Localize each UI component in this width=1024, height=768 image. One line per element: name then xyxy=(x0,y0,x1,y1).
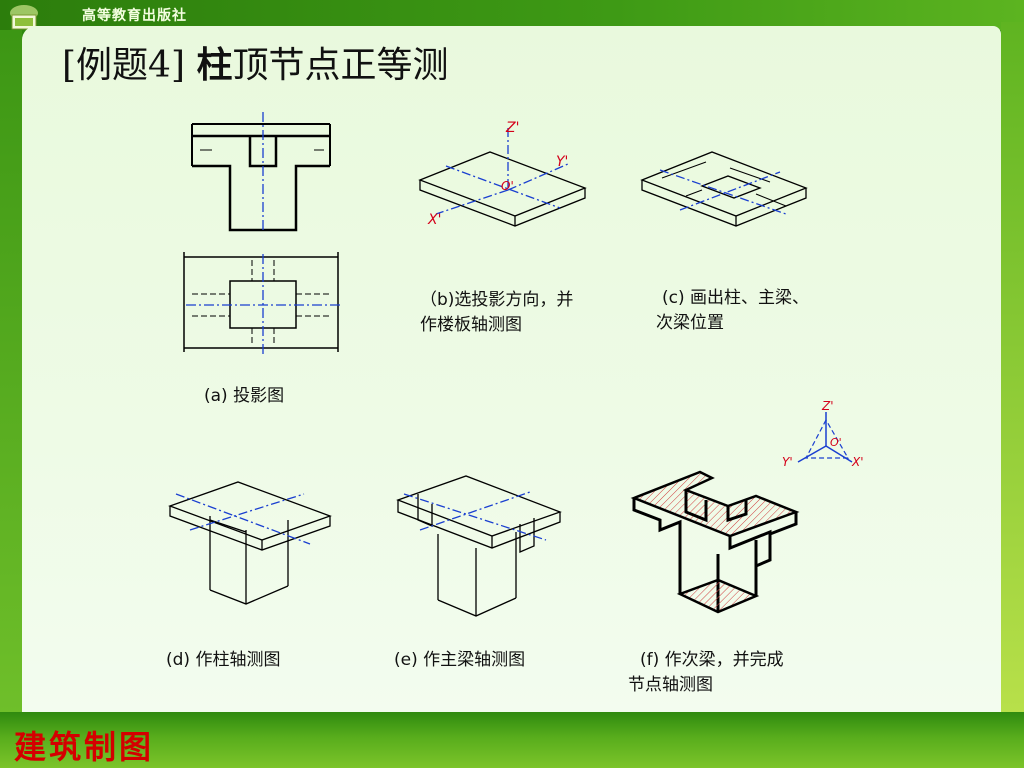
figure-f-complete-joint xyxy=(630,470,800,614)
axis-tripod xyxy=(797,412,853,463)
bottom-bar xyxy=(0,712,1024,768)
top-bar xyxy=(0,0,1024,30)
caption-e: (e) 作主梁轴测图 xyxy=(394,650,526,670)
right-border xyxy=(1001,22,1024,714)
title-part-column: 柱 xyxy=(196,45,233,86)
axis-label-o-b: O' xyxy=(501,179,514,193)
title-part-subject: 顶节点正等测 xyxy=(232,45,449,86)
figure-a-plan xyxy=(183,252,340,356)
axis-label-x-tripod: X' xyxy=(851,455,864,469)
caption-a: (a) 投影图 xyxy=(204,386,285,406)
caption-c-line2: 次梁位置 xyxy=(656,313,724,333)
axis-label-z-tripod: Z' xyxy=(821,399,834,413)
figure-c-positions xyxy=(640,151,808,227)
caption-b-line2: 作楼板轴测图 xyxy=(420,315,522,335)
caption-f-line2: 节点轴测图 xyxy=(628,675,713,695)
slide-title: [例题4] 柱顶节点正等测 xyxy=(62,36,448,88)
axis-label-z-b: Z' xyxy=(505,120,519,136)
slide-content-area xyxy=(22,26,1001,712)
figure-b-slab xyxy=(418,128,587,227)
caption-b-line1: （b)选投影方向，并 xyxy=(420,290,574,310)
left-border xyxy=(0,30,22,714)
footer-title: 建筑制图 xyxy=(14,728,155,766)
figure-a-elevation xyxy=(191,112,331,232)
axis-label-y-tripod: Y' xyxy=(782,455,793,469)
figure-d-column xyxy=(168,481,332,605)
axis-label-y-b: Y' xyxy=(556,154,568,170)
publisher-name: 高等教育出版社 xyxy=(82,8,187,24)
caption-c-line1: (c) 画出柱、主梁、 xyxy=(662,288,810,308)
publisher-logo-icon xyxy=(10,5,38,30)
figure-e-main-beam xyxy=(396,475,562,617)
title-part-bracket: [例 xyxy=(62,45,113,86)
caption-f-line1: (f) 作次梁，并完成 xyxy=(640,650,784,670)
axis-label-x-b: X' xyxy=(427,212,441,228)
title-part-number: 题4] xyxy=(112,45,185,86)
caption-d: (d) 作柱轴测图 xyxy=(166,650,281,670)
axis-label-o-tripod: O' xyxy=(830,436,842,449)
